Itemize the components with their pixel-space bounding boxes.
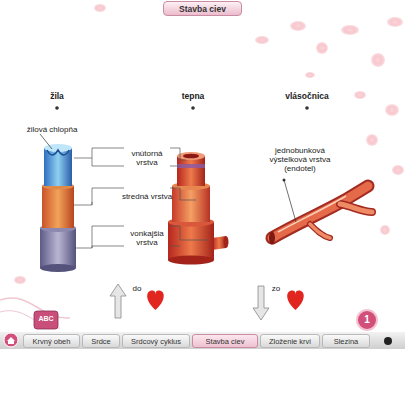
pointer-dot: [55, 106, 59, 110]
page-badge: [357, 310, 377, 330]
layer-label: stredná vrstva: [112, 192, 182, 201]
nav-tab: Krvný obeh: [23, 334, 80, 348]
flow-arrows: [110, 284, 304, 320]
pointer-dot: [305, 106, 309, 110]
decor-line: [0, 311, 60, 328]
sound-button: [384, 337, 392, 345]
nav-tab: Stavba ciev: [192, 334, 258, 348]
tab-label: Zloženie krvi: [269, 337, 311, 346]
tab-label: Stavba ciev: [206, 337, 245, 346]
nav-tab: Srdce: [82, 334, 120, 348]
abc-icon: [34, 311, 58, 329]
title-text: Stavba ciev: [179, 4, 226, 14]
home-button: [4, 333, 18, 347]
blood-cells: [14, 4, 404, 284]
nav-tab: Srdcový cyklus: [122, 334, 190, 348]
pointer-dot: [191, 106, 195, 110]
tab-label: Krvný obeh: [33, 337, 71, 346]
capillary-illustration: [269, 179, 372, 245]
vessel-heading: vlásočnica: [272, 92, 342, 102]
vessel-heading: žila: [37, 92, 77, 102]
layer-label: vonkajšia vrstva: [125, 229, 169, 247]
direction-label: do: [127, 284, 147, 293]
nav-tab: Slezina: [322, 334, 370, 348]
artery-illustration: [168, 152, 229, 265]
direction-label: zo: [266, 284, 286, 293]
part-label: jednobunková výstelková vrstva (endotel): [260, 146, 340, 174]
title-tab: Stavba ciev: [163, 1, 242, 16]
icon-label: ABC: [34, 315, 58, 323]
home-icon: [7, 337, 15, 344]
part-label: žilová chlopňa: [17, 125, 87, 134]
tab-label: Slezina: [334, 337, 359, 346]
nav-bar: [0, 332, 405, 349]
layer-label: vnútorná vrstva: [125, 149, 169, 167]
vein-illustration: [40, 134, 76, 272]
tab-label: Srdcový cyklus: [131, 337, 181, 346]
page-number: 1: [359, 314, 375, 326]
vessel-heading: tepna: [168, 92, 218, 102]
nav-tab: Zloženie krvi: [260, 334, 320, 348]
layer-brackets: [74, 148, 208, 248]
tab-label: Srdce: [91, 337, 111, 346]
